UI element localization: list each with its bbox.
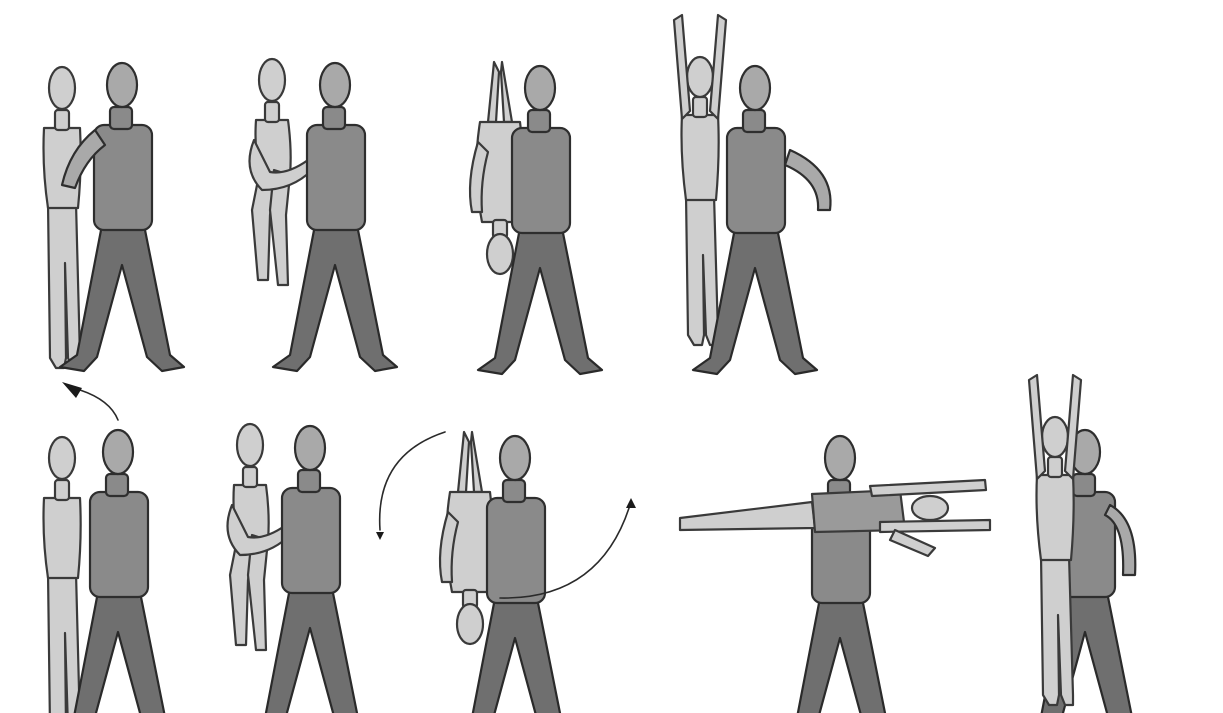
rotation-arc-left	[380, 432, 445, 530]
arc-right-arrowhead-icon	[626, 498, 636, 508]
frame-row1-3	[470, 62, 602, 374]
rotation-arrow	[80, 390, 118, 420]
arc-left-arrowhead-icon	[376, 532, 384, 540]
frame-row2-4	[680, 436, 990, 713]
frame-row2-5	[1023, 375, 1147, 713]
frame-row1-1	[44, 63, 185, 371]
frame-row1-4	[674, 15, 831, 374]
frame-row2-1	[44, 382, 181, 713]
frame-row2-3	[376, 432, 636, 713]
rotation-arrowhead-icon	[62, 382, 82, 398]
frame-row2-2	[228, 424, 373, 713]
frame-row1-2	[250, 59, 398, 371]
